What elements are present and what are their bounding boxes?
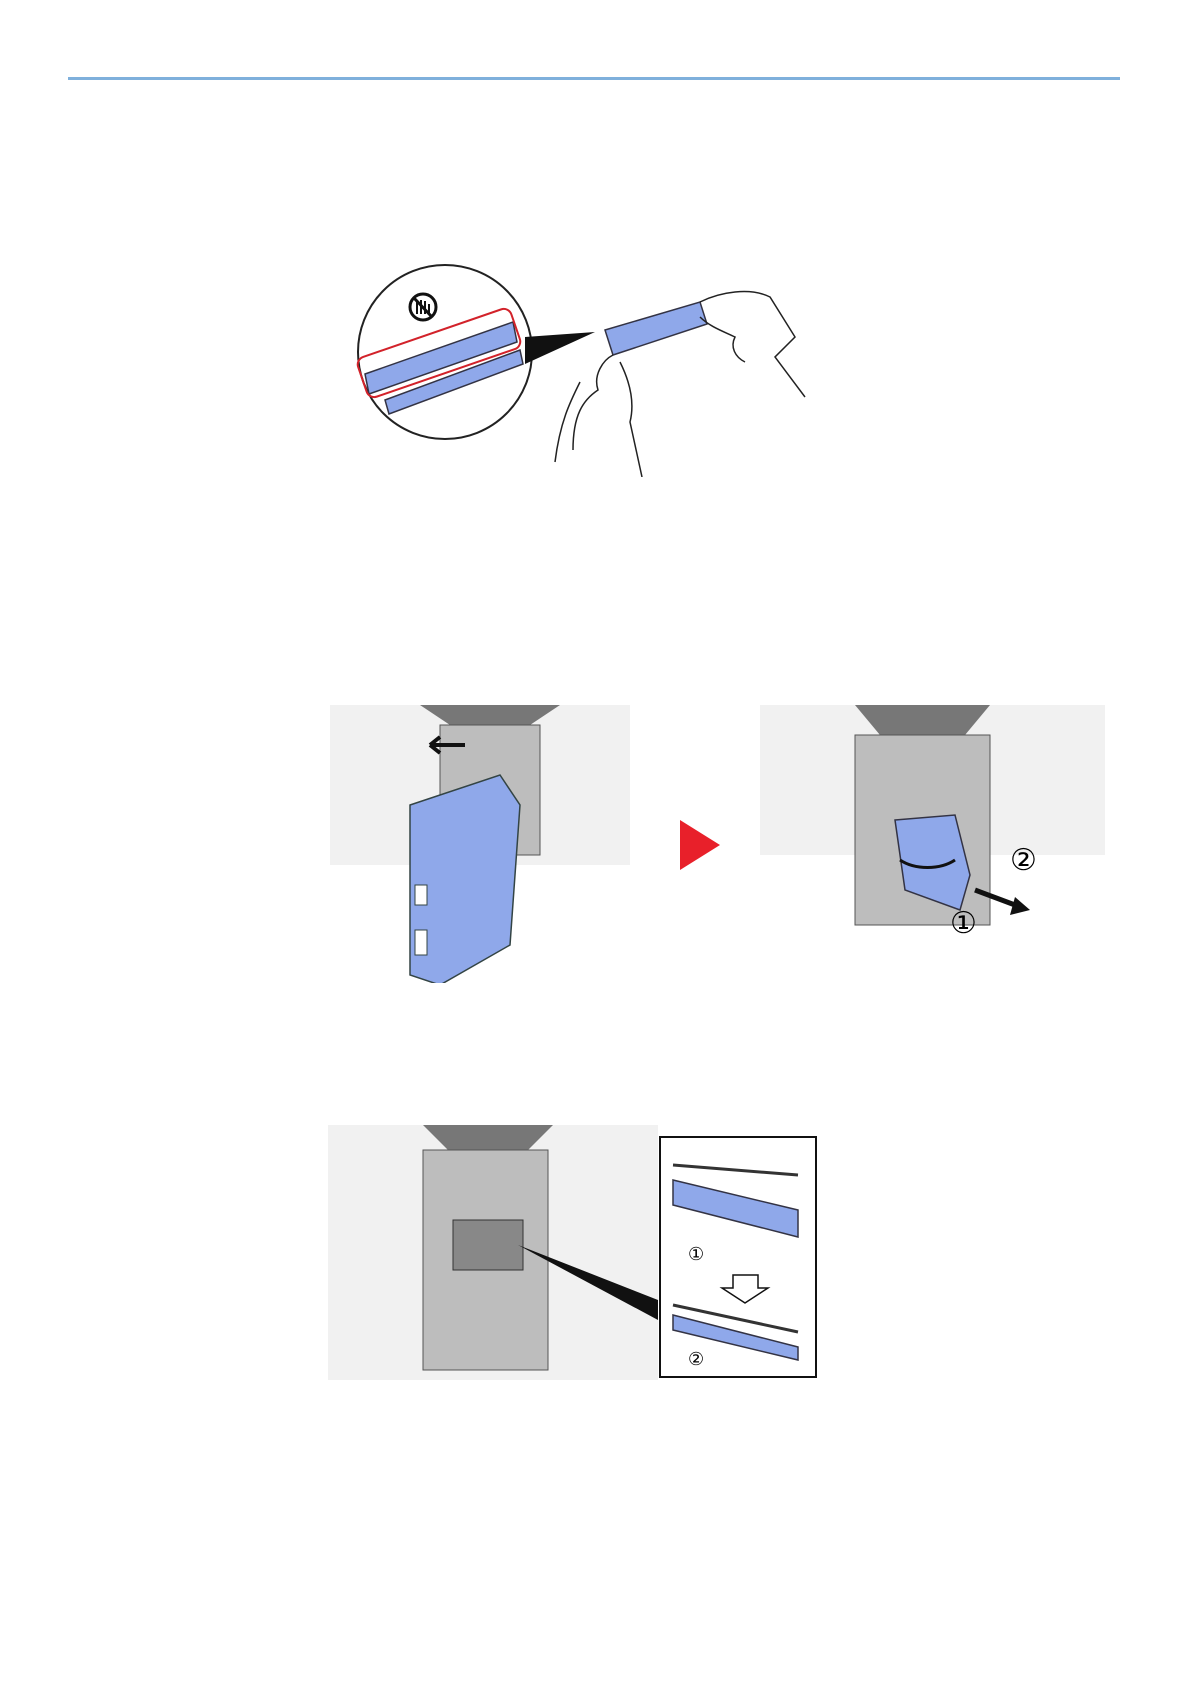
next-step-arrow-icon — [680, 820, 720, 870]
header-rule — [68, 77, 1120, 80]
step-1-marker: ① — [688, 1244, 704, 1265]
memory-module-in-hands — [555, 292, 805, 477]
zoom-pointer — [525, 332, 595, 364]
insert-memory-figure: ① ② — [328, 1125, 818, 1385]
step-2-marker: ② — [1010, 843, 1037, 878]
cover-slot — [415, 885, 427, 905]
memory-slot-area — [453, 1220, 523, 1270]
no-touch-icon — [410, 294, 436, 320]
cover-slot — [415, 930, 427, 955]
step-1-marker: ① — [950, 906, 977, 941]
remove-inner-cover-figure: ① ② — [760, 705, 1105, 955]
memory-handling-figure — [355, 262, 840, 477]
remove-cover-figure — [330, 705, 630, 983]
step-2-marker: ② — [688, 1349, 704, 1370]
